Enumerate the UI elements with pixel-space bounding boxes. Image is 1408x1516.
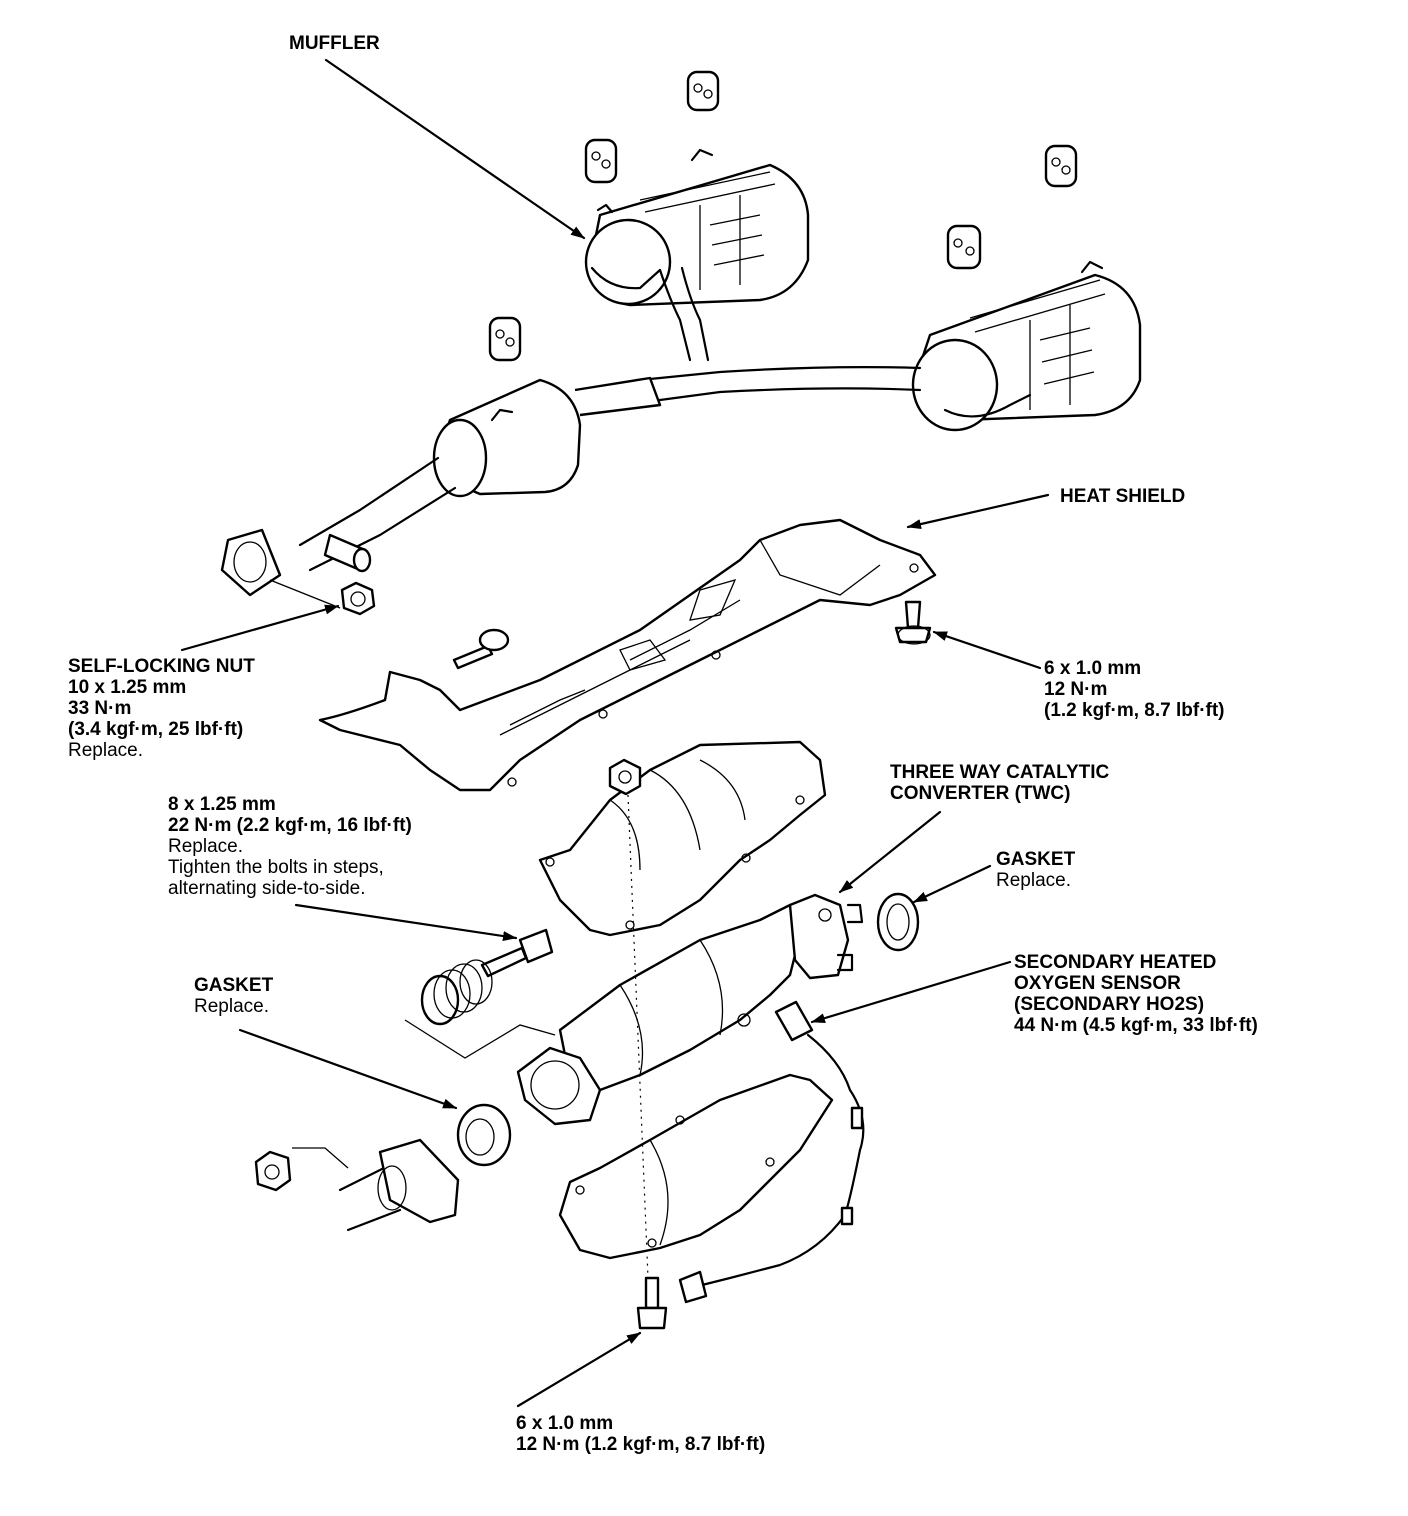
gasket-left	[456, 1103, 512, 1167]
rubber-mount	[488, 316, 522, 362]
oxygen-sensor	[678, 1000, 865, 1304]
muffler-arrow	[324, 58, 586, 240]
gasket-right-label: GASKET Replace.	[996, 849, 1076, 891]
leader-line	[292, 1147, 349, 1169]
bolt-8x125-label: 8 x 1.25 mm 22 N·m (2.2 kgf·m, 16 lbf·ft…	[168, 794, 412, 899]
flange-bolt-8x125	[480, 928, 554, 978]
heat-shield	[318, 518, 937, 792]
rubber-mount	[946, 224, 982, 270]
heat-shield-label: HEAT SHIELD	[1060, 486, 1186, 507]
leader-line	[404, 1019, 556, 1059]
self-locking-nut-arrow	[180, 604, 340, 652]
bolt-6x1-lower-label: 6 x 1.0 mm 12 N·m (1.2 kgf·m, 8.7 lbf·ft…	[516, 1413, 766, 1455]
gasket-left-label: GASKET Replace.	[194, 975, 274, 1017]
shield-bolt	[636, 1276, 668, 1330]
muffler-label: MUFFLER	[289, 33, 380, 54]
exhaust-pipe-assembly	[220, 266, 922, 609]
muffler-right	[911, 260, 1142, 432]
gasket-left-arrow	[238, 1028, 458, 1110]
self-locking-nut-lower	[254, 1150, 292, 1192]
twc-upper-shield	[538, 740, 827, 937]
rubber-mount	[584, 138, 618, 184]
ho2s-arrow	[810, 960, 1012, 1024]
gasket-right-arrow	[912, 864, 992, 904]
flange-bolt	[894, 600, 932, 645]
rubber-mount	[686, 70, 720, 112]
twc-label: THREE WAY CATALYTIC CONVERTER (TWC)	[890, 762, 1110, 804]
gasket-right	[876, 892, 920, 952]
muffler-left	[584, 148, 810, 307]
twc-arrow	[838, 810, 942, 894]
self-locking-nut-label: SELF-LOCKING NUT 10 x 1.25 mm 33 N·m (3.…	[68, 656, 255, 761]
self-locking-nut	[340, 581, 376, 616]
rubber-mount	[1044, 144, 1078, 188]
three-way-catalytic-converter	[516, 893, 864, 1126]
twc-lower-shield	[558, 1073, 834, 1260]
spring	[420, 959, 493, 1026]
bolt	[452, 628, 510, 670]
front-pipe	[338, 1138, 460, 1232]
bolt-upper-arrow	[932, 630, 1042, 670]
bolt-8x125-arrow	[294, 903, 518, 942]
bolt-lower-arrow	[516, 1331, 642, 1408]
bolt-6x1-upper-label: 6 x 1.0 mm 12 N·m (1.2 kgf·m, 8.7 lbf·ft…	[1044, 658, 1225, 721]
heat-shield-arrow	[906, 493, 1050, 529]
ho2s-label: SECONDARY HEATED OXYGEN SENSOR (SECONDAR…	[1014, 952, 1258, 1036]
flange-nut	[608, 758, 642, 796]
